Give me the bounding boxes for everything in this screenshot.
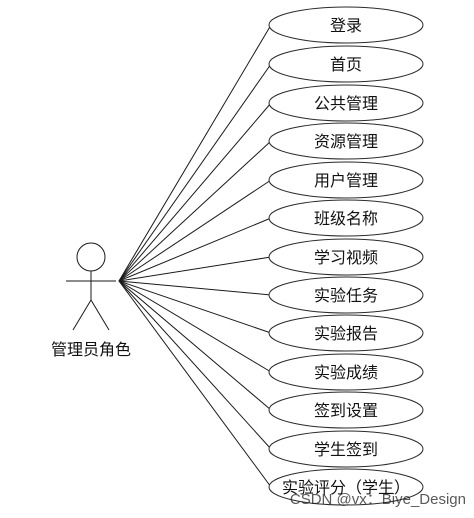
use-case-label: 登录: [330, 16, 362, 35]
use-case-ellipse: [268, 238, 424, 276]
association-line: [118, 280, 272, 296]
use-case-ellipse: [268, 430, 424, 468]
association-line: [118, 140, 272, 282]
use-case-label: 学习视频: [314, 248, 378, 267]
use-case-ellipse: [268, 45, 424, 83]
use-case-item: 首页: [268, 45, 424, 83]
use-case-item: 实验评分（学生）: [268, 468, 424, 506]
use-case-ellipse: [268, 161, 424, 199]
use-case-item: 实验成绩: [268, 353, 424, 391]
association-line: [118, 256, 272, 282]
use-case-label: 实验评分（学生）: [282, 478, 410, 497]
use-case-list: 登录首页公共管理资源管理用户管理班级名称学习视频实验任务实验报告实验成绩签到设置…: [268, 6, 424, 506]
association-line: [118, 280, 272, 411]
use-case-ellipse: [268, 199, 424, 237]
use-case-label: 公共管理: [314, 94, 378, 113]
use-case-item: 签到设置: [268, 391, 424, 429]
association-line: [118, 179, 272, 282]
use-case-ellipse: [268, 122, 424, 160]
use-case-item: 登录: [268, 6, 424, 44]
use-case-ellipse: [268, 468, 424, 506]
use-case-label: 实验任务: [314, 286, 378, 305]
use-case-ellipse: [268, 6, 424, 44]
association-line: [118, 280, 272, 373]
actor-label: 管理员角色: [51, 340, 131, 359]
use-case-item: 班级名称: [268, 199, 424, 237]
association-line: [118, 280, 272, 488]
use-case-ellipse: [268, 314, 424, 352]
use-case-label: 实验成绩: [314, 363, 378, 382]
use-case-ellipse: [268, 353, 424, 391]
use-case-ellipse: [268, 276, 424, 314]
association-line: [118, 280, 272, 334]
use-case-item: 学生签到: [268, 430, 424, 468]
use-case-item: 实验任务: [268, 276, 424, 314]
use-case-label: 用户管理: [314, 171, 378, 190]
use-case-label: 首页: [330, 55, 362, 74]
actor-left-leg-icon: [72, 299, 92, 331]
use-case-item: 公共管理: [268, 84, 424, 122]
association-line: [118, 217, 272, 282]
association-line: [118, 102, 272, 282]
use-case-item: 资源管理: [268, 122, 424, 160]
association-lines: [118, 24, 272, 488]
use-case-ellipse: [268, 391, 424, 429]
use-case-ellipse: [268, 84, 424, 122]
actor-figure: 管理员角色: [51, 242, 131, 359]
actor-head-icon: [76, 242, 106, 272]
watermark-text: CSDN @vx：Biye_Design: [290, 491, 466, 508]
association-line: [118, 63, 272, 282]
use-case-label: 学生签到: [314, 440, 378, 459]
association-line: [118, 280, 272, 450]
use-case-item: 实验报告: [268, 314, 424, 352]
use-case-item: 用户管理: [268, 161, 424, 199]
actor-right-leg-icon: [90, 299, 110, 331]
use-case-item: 学习视频: [268, 238, 424, 276]
use-case-label: 签到设置: [314, 401, 378, 420]
use-case-label: 班级名称: [314, 209, 378, 228]
association-line: [118, 24, 272, 282]
use-case-label: 实验报告: [314, 324, 378, 343]
use-case-label: 资源管理: [314, 132, 378, 151]
